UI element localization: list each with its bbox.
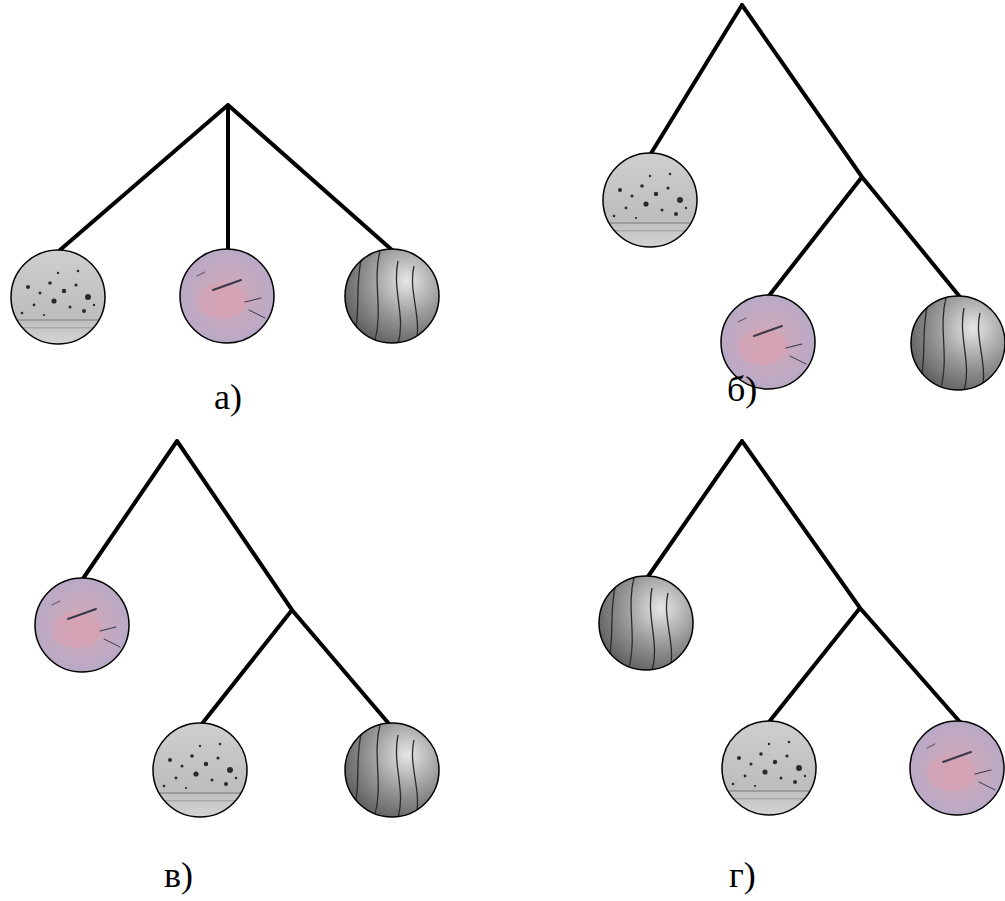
dark-circle	[908, 293, 1005, 393]
panel-label: г)	[729, 857, 756, 893]
branch-line	[60, 105, 392, 250]
dark-circle	[596, 573, 696, 673]
speckled-circle	[719, 718, 819, 818]
branch-line	[647, 441, 960, 722]
branch-line	[650, 5, 960, 297]
dark-circle	[342, 246, 442, 346]
pink-circle	[907, 718, 1005, 818]
pink-circle	[177, 246, 277, 346]
speckled-circle	[600, 150, 700, 250]
speckled-circle	[8, 247, 108, 347]
panel-label: в)	[164, 857, 193, 893]
dark-circle	[342, 720, 442, 820]
texture-circles	[8, 150, 1005, 820]
speckled-circle	[150, 720, 250, 820]
panel-label: б)	[727, 371, 757, 407]
pink-circle	[32, 575, 132, 675]
panel-label: а)	[214, 379, 242, 415]
tree-lines	[60, 5, 960, 725]
branch-line	[82, 441, 390, 725]
